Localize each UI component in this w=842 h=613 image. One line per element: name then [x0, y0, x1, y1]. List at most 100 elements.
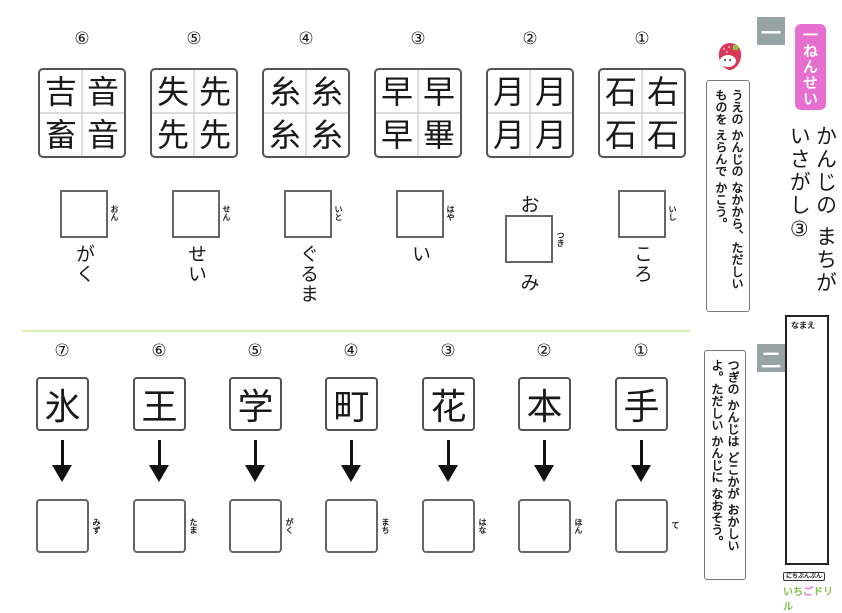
strawberry-mascot-icon — [718, 43, 742, 70]
answer-box[interactable] — [60, 190, 108, 238]
furigana: みず — [92, 518, 101, 534]
furigana: おん — [110, 205, 119, 221]
arrow-stem — [61, 440, 64, 466]
answer-box[interactable] — [518, 499, 571, 553]
furigana: がく — [285, 518, 294, 534]
arrow-down-icon — [245, 465, 265, 482]
wrong-kanji-box: 学 — [229, 377, 282, 431]
kanji-choice[interactable]: 月 — [534, 72, 567, 111]
name-label: なまえ — [791, 321, 815, 330]
logo-main-text: いちごドリル — [783, 583, 842, 613]
wrong-kanji-box: 氷 — [36, 377, 89, 431]
kanji-choice[interactable]: 音 — [86, 115, 119, 154]
answer-box[interactable] — [284, 190, 332, 238]
item-number: ③ — [410, 29, 426, 49]
kanji-choice[interactable]: 糸 — [268, 115, 301, 154]
furigana: はや — [446, 205, 455, 221]
kanji-choice-grid: 石 右 石 石 — [598, 68, 686, 158]
furigana: まち — [381, 518, 390, 534]
arrow-down-icon — [149, 465, 169, 482]
kanji-choice-grid: 失 先 先 先 — [150, 68, 238, 158]
answer-box[interactable] — [422, 499, 475, 553]
furigana: はな — [478, 518, 487, 534]
item-number: ② — [536, 341, 552, 361]
answer-box[interactable] — [396, 190, 444, 238]
wrong-kanji-box: 町 — [325, 377, 378, 431]
wrong-kanji-box: 王 — [133, 377, 186, 431]
kanji-choice[interactable]: 畢 — [422, 115, 455, 154]
arrow-down-icon — [52, 465, 72, 482]
arrow-down-icon — [631, 465, 651, 482]
kanji-choice[interactable]: 畜 — [44, 115, 77, 154]
answer-box[interactable] — [505, 215, 553, 263]
item-number: ④ — [343, 341, 359, 361]
okurigana: い — [408, 244, 431, 264]
kanji-choice[interactable]: 先 — [156, 115, 189, 154]
answer-box[interactable] — [618, 190, 666, 238]
arrow-stem — [640, 440, 643, 466]
arrow-down-icon — [438, 465, 458, 482]
furigana: ほん — [574, 518, 583, 534]
publisher-logo: にちぶんぶん いちごドリル — [783, 563, 842, 613]
kanji-choice-grid: 早 早 早 畢 — [374, 68, 462, 158]
furigana: いし — [668, 205, 677, 221]
arrow-down-icon — [341, 465, 361, 482]
kanji-choice[interactable]: 失 — [156, 72, 189, 111]
kanji-choice-grid: 糸 糸 糸 糸 — [262, 68, 350, 158]
okurigana: ぐるま — [296, 244, 319, 304]
kanji-choice[interactable]: 先 — [198, 72, 231, 111]
wrong-kanji-box: 花 — [422, 377, 475, 431]
logo-part: いち — [783, 587, 803, 598]
kanji-choice[interactable]: 月 — [492, 115, 525, 154]
kanji-choice[interactable]: 音 — [86, 72, 119, 111]
kanji-choice[interactable]: 月 — [534, 115, 567, 154]
logo-top-text: にちぶんぶん — [783, 572, 826, 581]
answer-box[interactable] — [229, 499, 282, 553]
kanji-choice[interactable]: 糸 — [268, 72, 301, 111]
furigana: つき — [556, 231, 565, 247]
grade-label: 一ねんせい — [795, 24, 826, 110]
section1-instruction: うえの かんじの なかから、ただしい ものを えらんで かこう。 — [706, 80, 750, 312]
furigana: て — [671, 521, 680, 529]
furigana: たま — [189, 518, 198, 534]
item-number: ⑦ — [54, 341, 70, 361]
okurigana-after: み — [520, 272, 540, 294]
item-number: ① — [634, 29, 650, 49]
furigana: いと — [334, 205, 343, 221]
kanji-choice[interactable]: 吉 — [44, 72, 77, 111]
page-title: かんじの まちがいさがし③ — [787, 125, 838, 295]
answer-box[interactable] — [172, 190, 220, 238]
kanji-choice[interactable]: 月 — [492, 72, 525, 111]
kanji-choice-grid: 吉 音 畜 音 — [38, 68, 126, 158]
kanji-choice[interactable]: 石 — [604, 72, 637, 111]
okurigana: ころ — [630, 244, 653, 284]
item-number: ⑥ — [74, 29, 90, 49]
kanji-choice[interactable]: 早 — [422, 72, 455, 111]
arrow-stem — [447, 440, 450, 466]
name-field[interactable]: なまえ — [785, 315, 829, 565]
kanji-choice[interactable]: 早 — [380, 115, 413, 154]
furigana: せん — [222, 205, 231, 221]
item-number: ② — [522, 29, 538, 49]
kanji-choice[interactable]: 先 — [198, 115, 231, 154]
item-number: ⑥ — [151, 341, 167, 361]
answer-box[interactable] — [325, 499, 378, 553]
arrow-down-icon — [534, 465, 554, 482]
answer-box[interactable] — [133, 499, 186, 553]
section1-badge: 一 — [757, 17, 785, 45]
arrow-stem — [350, 440, 353, 466]
logo-part: ご — [803, 587, 813, 598]
okurigana: がく — [72, 244, 95, 284]
kanji-choice[interactable]: 石 — [604, 115, 637, 154]
kanji-choice[interactable]: 早 — [380, 72, 413, 111]
kanji-choice[interactable]: 石 — [646, 115, 679, 154]
kanji-choice[interactable]: 右 — [646, 72, 679, 111]
section-divider — [22, 330, 690, 332]
okurigana-before: お — [520, 194, 540, 216]
answer-box[interactable] — [615, 499, 668, 553]
wrong-kanji-box: 手 — [615, 377, 668, 431]
kanji-choice[interactable]: 糸 — [310, 72, 343, 111]
answer-box[interactable] — [36, 499, 89, 553]
kanji-choice[interactable]: 糸 — [310, 115, 343, 154]
item-number: ① — [633, 341, 649, 361]
